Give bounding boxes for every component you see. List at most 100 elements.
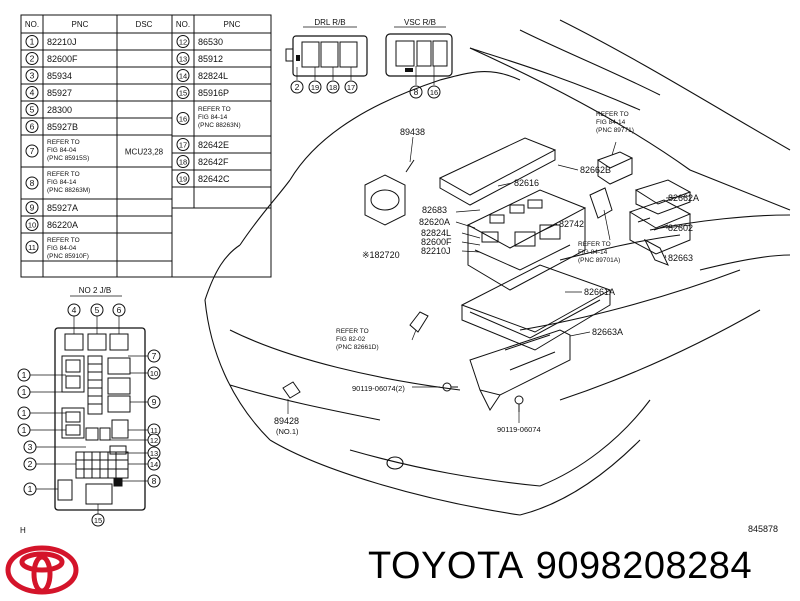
part-82600F: 82600F (421, 237, 452, 247)
table-row-no-number: 14 (179, 72, 187, 81)
jb-left-callout: 3 (23, 440, 37, 454)
table-row-no-number: 3 (30, 71, 35, 81)
drl-callout-number: 17 (347, 83, 355, 92)
table-row-no-number: 1 (30, 37, 35, 47)
table-row-no-number: 8 (30, 178, 35, 188)
drl-callout: 17 (344, 80, 358, 94)
jb-right-callout-number: 9 (152, 397, 157, 407)
refer-82661D-line: (PNC 82661D) (336, 344, 379, 351)
table-row-pnc: 82600F (47, 54, 78, 64)
table-row-pnc-line: (PNC 85910F) (47, 253, 89, 260)
table-row-no-number: 13 (179, 55, 187, 64)
refer-82661D-line: FIG 82-02 (336, 336, 366, 343)
table-row-dsc: MCU23,28 (125, 148, 164, 157)
engine-components (282, 137, 692, 412)
jb-right-callout-number: 11 (150, 426, 158, 435)
part-89428-note: (NO.1) (276, 427, 299, 436)
table-row-pnc-line: FIG 84-04 (47, 147, 77, 154)
drl-callout: 19 (308, 80, 322, 94)
part-82683: 82683 (422, 205, 447, 215)
table-row-pnc: 85927B (47, 122, 78, 132)
vsc-callout-number: 8 (414, 87, 419, 97)
table-row-no: 17 (176, 138, 190, 151)
table-row-pnc: 28300 (47, 105, 72, 115)
jb-left-callout-number: 1 (22, 425, 27, 435)
leader-lines (287, 136, 691, 423)
jb-bottom-callout: 15 (91, 513, 105, 527)
vehicle-outline (204, 19, 791, 516)
jb-right-callout: 14 (147, 457, 161, 471)
jb-left-callout: 1 (17, 423, 31, 437)
jb-top-callout: 4 (67, 303, 81, 317)
part-82663A: 82663A (592, 327, 623, 337)
table-row-no: 13 (176, 52, 190, 65)
jb-right-callout-number: 7 (152, 351, 157, 361)
table-row-no: 5 (25, 103, 39, 116)
jb-right-callout-number: 8 (152, 476, 157, 486)
drl-title: DRL R/B (314, 18, 345, 27)
table-row-no: 12 (176, 35, 190, 48)
table-row-no-number: 12 (179, 38, 187, 47)
header-no-right: NO. (176, 20, 190, 29)
part-82210J: 82210J (421, 246, 451, 256)
jb-title: NO 2 J/B (79, 286, 111, 295)
table-row-no-number: 10 (28, 221, 36, 230)
jb-top-callout: 6 (112, 303, 126, 317)
part-number: 9098208284 (535, 545, 753, 587)
table-row-no-number: 4 (30, 88, 35, 98)
jb-top-callout-number: 5 (95, 305, 100, 315)
table-row-no-number: 19 (179, 175, 187, 184)
table-row-pnc: 86530 (198, 37, 223, 47)
diagram-id: 845878 (748, 524, 778, 534)
table-row-no: 19 (176, 172, 190, 185)
part-82620A: 82620A (419, 217, 450, 227)
drl-relay-block: DRL R/B (285, 18, 368, 77)
table-row-pnc-line: REFER TO (47, 171, 80, 178)
header-pnc: PNC (72, 20, 89, 29)
part-82662A: 82662A (668, 193, 699, 203)
part-82662B: 82662B (580, 165, 611, 175)
table-row-pnc-line: REFER TO (47, 237, 80, 244)
part-bolt-90119-06074: 90119-06074 (497, 425, 541, 434)
part-82742: 82742 (559, 219, 584, 229)
table-row-pnc-line: FIG 84-04 (47, 245, 77, 252)
table-row-pnc: 86220A (47, 220, 78, 230)
table-row-no: 4 (25, 86, 39, 99)
header-pnc-right: PNC (224, 20, 241, 29)
table-row-no: 1 (25, 35, 39, 48)
table-row-no: 2 (25, 52, 39, 65)
vsc-callout: 16 (427, 85, 441, 99)
part-bolt-90119-06074-2: 90119-06074(2) (352, 384, 405, 393)
jb-corner-mark: H (20, 526, 26, 535)
jb-left-callout-number: 1 (22, 387, 27, 397)
table-row-pnc-line: (PNC 88263N) (198, 122, 241, 129)
jb-left-callout: 1 (23, 482, 37, 496)
refer-82661D-line: REFER TO (336, 328, 369, 335)
table-row-no-number: 15 (179, 89, 187, 98)
part-82616: 82616 (514, 178, 539, 188)
jb-right-callout: 11 (147, 423, 161, 437)
table-row-pnc: 85916P (198, 88, 229, 98)
jb-left-callout: 1 (17, 385, 31, 399)
jb-right-callout: 10 (147, 366, 161, 380)
table-row-pnc-line: FIG 84-14 (47, 179, 77, 186)
table-row-no: 16 (176, 112, 190, 125)
table-row-no: 3 (25, 69, 39, 82)
vsc-callouts: 8 16 (409, 66, 441, 99)
table-row-pnc: 85934 (47, 71, 72, 81)
jb-left-callout-number: 3 (28, 442, 33, 452)
refer-89771-line: REFER TO (596, 111, 629, 118)
drl-callout: 18 (326, 80, 340, 94)
part-82661A: 82661A (584, 287, 615, 297)
table-row-pnc-line: (PNC 88263M) (47, 187, 90, 194)
table-row-no: 9 (25, 201, 39, 214)
jb-left-callout: 1 (17, 406, 31, 420)
drl-callout-number: 19 (311, 83, 319, 92)
table-row-no: 14 (176, 69, 190, 82)
table-row-no-number: 7 (30, 146, 35, 156)
refer-89771-line: FIG 84-14 (596, 119, 626, 126)
jb-top-callout-number: 6 (117, 305, 122, 315)
